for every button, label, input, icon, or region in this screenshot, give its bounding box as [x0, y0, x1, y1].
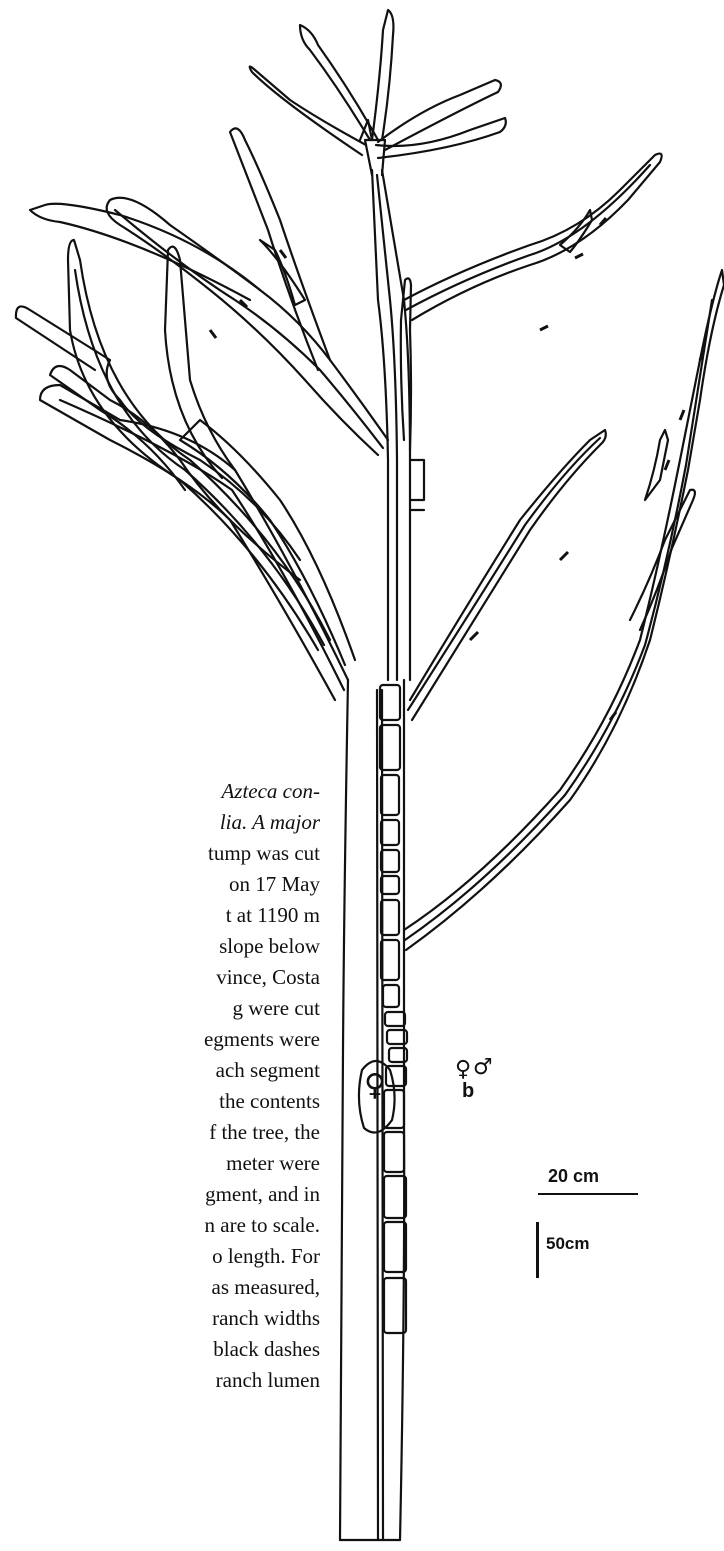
- caption-line: on 17 May: [0, 869, 320, 900]
- caption-line: ranch widths: [0, 1303, 320, 1334]
- caption-line-italic: lia. A major: [220, 810, 320, 834]
- branch-right-2-lumen: [405, 300, 712, 940]
- branch-left-2-lumen: [75, 270, 324, 645]
- female-symbol: ♀: [455, 1057, 471, 1082]
- horizontal-scale-bar: [538, 1193, 638, 1195]
- caption-line: n are to scale.: [0, 1210, 320, 1241]
- crown-leaf-6: [360, 120, 372, 140]
- branch-right-2: [404, 270, 724, 950]
- branch-right-2c: [645, 430, 668, 500]
- caption-line: gment, and in: [0, 1179, 320, 1210]
- upper-segments: [410, 460, 424, 510]
- caption-line: o length. For: [0, 1241, 320, 1272]
- caption-line: black dashes: [0, 1334, 320, 1365]
- crown-leaf-2: [372, 10, 393, 140]
- branch-right-1-lumen: [408, 438, 600, 710]
- branch-left-1: [40, 385, 348, 700]
- caption-line: egments were: [0, 1024, 320, 1055]
- caption-line: vince, Costa: [0, 962, 320, 993]
- crown-leaf-4: [250, 66, 366, 155]
- caption-line: lia. A major: [0, 807, 320, 838]
- branch-right-top-lumen: [406, 165, 650, 310]
- caption-line: ach segment: [0, 1055, 320, 1086]
- caption-line: g were cut: [0, 993, 320, 1024]
- caption-line: Azteca con-: [0, 776, 320, 807]
- branch-left-1-lumen: [60, 400, 344, 690]
- horizontal-scale-label: 20 cm: [548, 1166, 599, 1187]
- caption-line: f the tree, the: [0, 1117, 320, 1148]
- caption-line: meter were: [0, 1148, 320, 1179]
- branch-dashes: [210, 218, 704, 720]
- caption-line: as measured,: [0, 1272, 320, 1303]
- branch-upper-left-c: [30, 204, 260, 300]
- caption-line: ranch lumen: [0, 1365, 320, 1396]
- queen-symbol: ♀: [364, 1068, 386, 1103]
- branch-center-left: [107, 198, 388, 455]
- figure-caption: Azteca con- lia. A major tump was cut on…: [0, 776, 320, 1396]
- vertical-scale-bar: [536, 1222, 539, 1278]
- crown-leaf-5: [376, 118, 506, 158]
- caption-line: tump was cut: [0, 838, 320, 869]
- upper-trunk-left: [372, 170, 388, 680]
- trunk-lumen-left: [377, 690, 378, 1540]
- branch-far-left: [50, 366, 300, 580]
- brood-label: b: [462, 1080, 474, 1103]
- caption-line: slope below: [0, 931, 320, 962]
- trunk-outline-left: [340, 680, 348, 1540]
- vertical-scale-label: 50cm: [546, 1234, 589, 1254]
- male-symbol: ♂: [473, 1055, 493, 1080]
- branch-center-left-lumen: [115, 210, 383, 448]
- caption-line: t at 1190 m: [0, 900, 320, 931]
- branch-right-1: [410, 430, 606, 720]
- caption-line: the contents: [0, 1086, 320, 1117]
- branch-right-top: [404, 154, 662, 320]
- branch-right-2b: [630, 490, 695, 630]
- trunk-lumen-right: [382, 690, 383, 1540]
